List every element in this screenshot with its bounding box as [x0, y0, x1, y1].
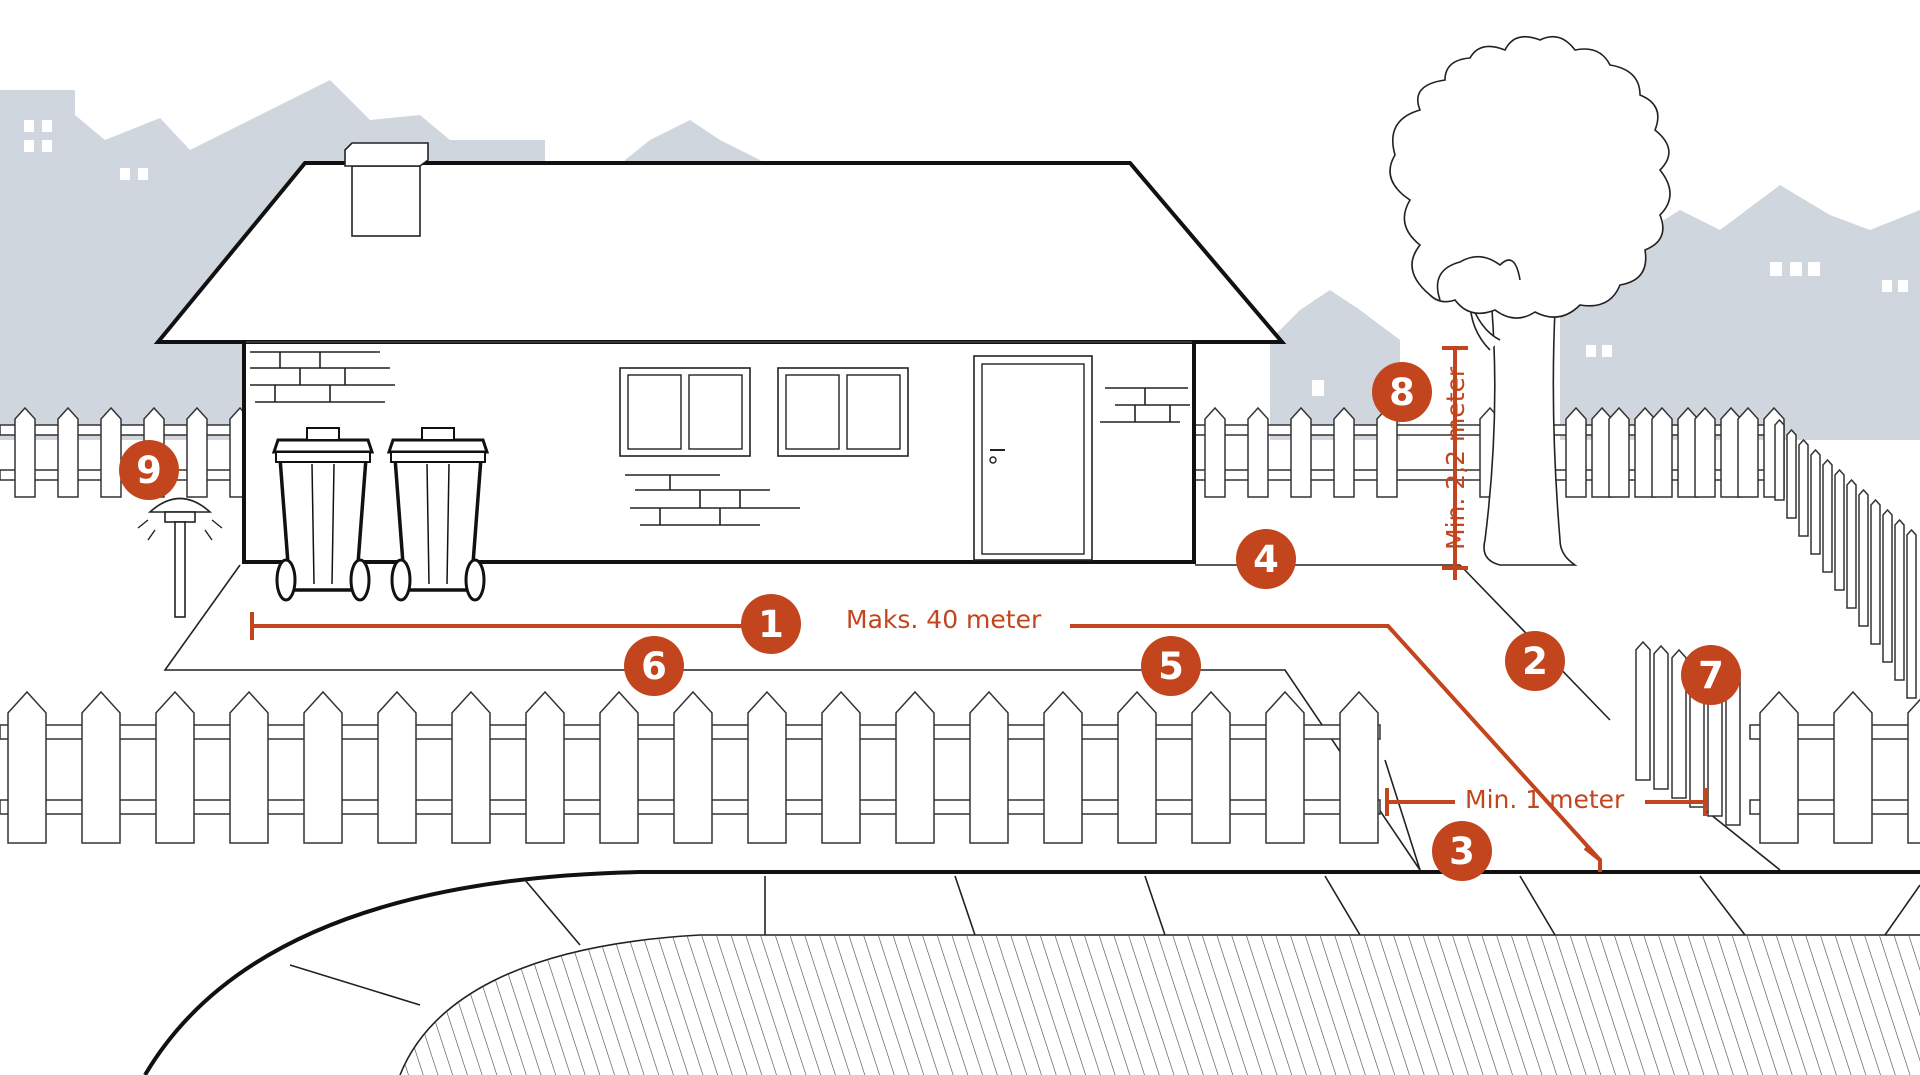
fence-picket [1882, 508, 1893, 663]
fence-picket [1798, 438, 1809, 537]
marker-6: 6 [624, 636, 684, 696]
fence-picket [1833, 690, 1873, 844]
marker-9: 9 [119, 440, 179, 500]
fence-picket [451, 690, 491, 844]
fence-picket [1774, 418, 1785, 501]
svg-text:7: 7 [1698, 654, 1724, 697]
lamp-post-icon [137, 497, 223, 618]
fence-picket [14, 406, 36, 498]
fence-picket [1339, 690, 1379, 844]
fence-picket [1043, 690, 1083, 844]
marker-5: 5 [1141, 636, 1201, 696]
fence-picket [57, 406, 79, 498]
fence-picket [81, 690, 121, 844]
fence-picket [1786, 428, 1797, 519]
marker-7: 7 [1681, 645, 1741, 705]
fence-picket [673, 690, 713, 844]
fence-picket [1608, 406, 1630, 498]
marker-2: 2 [1505, 631, 1565, 691]
fence-picket [1204, 406, 1226, 498]
fence-picket [100, 406, 122, 498]
svg-text:3: 3 [1449, 830, 1475, 873]
back-fence [0, 406, 1785, 498]
fence-picket [969, 690, 1009, 844]
fence-picket [1822, 458, 1833, 573]
fence-picket [1694, 406, 1716, 498]
svg-text:1: 1 [758, 603, 784, 646]
min-width-label: Min. 1 meter [1465, 785, 1625, 814]
fence-picket [186, 406, 208, 498]
fence-picket [1651, 406, 1673, 498]
fence-picket [1907, 698, 1920, 844]
window-right [777, 367, 909, 457]
fence-picket [895, 690, 935, 844]
fence-picket [155, 690, 195, 844]
fence-picket [1846, 478, 1857, 609]
fence-picket [1671, 648, 1687, 799]
fence-picket [7, 690, 47, 844]
fence-picket [1653, 644, 1669, 790]
measurement-lines [250, 346, 1707, 872]
fence-picket [1290, 406, 1312, 498]
marker-4: 4 [1236, 529, 1296, 589]
road [400, 935, 1920, 1075]
svg-text:2: 2 [1522, 640, 1548, 683]
marker-3: 3 [1432, 821, 1492, 881]
marker-1: 1 [741, 594, 801, 654]
min-height-label: Min. 2,2 meter [1441, 366, 1470, 550]
fence-picket [1737, 406, 1759, 498]
fence-picket [1265, 690, 1305, 844]
fence-picket [1635, 640, 1651, 781]
fence-picket [1759, 690, 1799, 844]
fence-picket [377, 690, 417, 844]
fence-picket [821, 690, 861, 844]
svg-text:5: 5 [1158, 645, 1184, 688]
svg-text:4: 4 [1253, 538, 1279, 581]
fence-picket [1870, 498, 1881, 645]
fence-picket [303, 690, 343, 844]
fence-picket [1906, 528, 1917, 699]
marker-8: 8 [1372, 362, 1432, 422]
svg-text:6: 6 [641, 645, 667, 688]
chimney-icon [344, 142, 429, 237]
fence-picket [229, 690, 269, 844]
front-fence [0, 690, 1920, 844]
fence-picket [599, 690, 639, 844]
svg-text:8: 8 [1389, 371, 1415, 414]
tree-icon [1389, 35, 1671, 566]
door [973, 355, 1093, 561]
waste-bin-icon [386, 427, 490, 602]
window-left [619, 367, 751, 457]
fence-picket [1565, 406, 1587, 498]
side-fence [1774, 418, 1917, 699]
fence-picket [1834, 468, 1845, 591]
fence-picket [525, 690, 565, 844]
fence-picket [747, 690, 787, 844]
fence-picket [1191, 690, 1231, 844]
fence-picket [1117, 690, 1157, 844]
fence-picket [1858, 488, 1869, 627]
svg-text:9: 9 [136, 449, 162, 492]
max-distance-label: Maks. 40 meter [846, 605, 1042, 634]
fence-picket [1810, 448, 1821, 555]
fence-picket [1376, 406, 1398, 498]
fence-picket [1894, 518, 1905, 681]
fence-picket [1247, 406, 1269, 498]
waste-bin-icon [271, 427, 375, 602]
fence-picket [1333, 406, 1355, 498]
brick-pattern [250, 351, 1190, 526]
